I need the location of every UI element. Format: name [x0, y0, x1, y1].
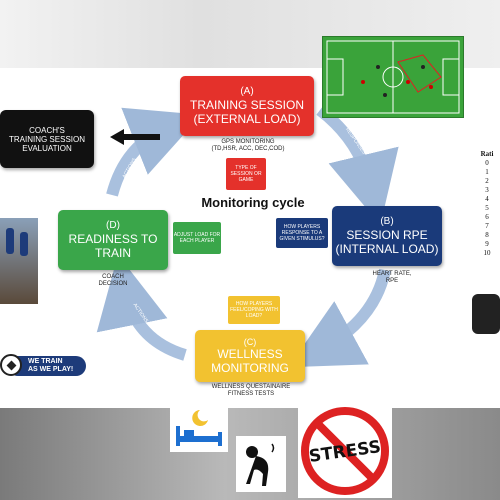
ratio-header: Rati [480, 150, 494, 158]
we-train-line2: AS WE PLAY! [28, 366, 74, 373]
monitoring-cycle-title: Monitoring cycle [201, 195, 305, 210]
ratio-row: 3 [485, 186, 489, 194]
ratio-row: 9 [485, 240, 489, 248]
type-of-session-tag: TYPE OF SESSION OR GAME [226, 158, 266, 190]
player-figure-icon [20, 232, 28, 256]
sleep-icon [170, 404, 228, 452]
node-training-session: (A) TRAINING SESSION (EXTERNAL LOAD) [180, 76, 314, 136]
arrow-d-to-a [106, 107, 202, 197]
node-readiness-to-train: (D) READINESS TO TRAIN [58, 210, 168, 270]
no-stress-icon: STRESS [298, 404, 392, 498]
arrow-b-to-c [288, 268, 391, 368]
node-b-line2: (INTERNAL LOAD) [335, 242, 439, 256]
arrow-c-to-d [96, 254, 187, 361]
node-a-line1: TRAINING SESSION [189, 98, 305, 112]
heart-rate-line1: HEART RATE, [372, 271, 412, 277]
pitch-lines [326, 40, 460, 114]
gps-line1: GPS MONITORING [221, 139, 275, 145]
node-c-letter: (C) [243, 337, 257, 347]
soccer-ball-icon [0, 354, 22, 376]
heart-rate-monitor-image [466, 284, 500, 354]
node-wellness-monitoring: (C) WELLNESS MONITORING [195, 330, 305, 382]
node-a-line2: (EXTERNAL LOAD) [193, 112, 301, 126]
ratio-row: 0 [485, 159, 489, 167]
coach-eval-line3: EVALUATION [22, 143, 72, 153]
football-pitch-image [322, 36, 464, 118]
how-players-respond-tag: HOW PLAYERS RESPONSE TO A GIVEN STIMULUS… [276, 218, 328, 248]
players-photo [0, 218, 38, 304]
node-a-letter: (A) [240, 86, 254, 97]
ratio-row: 2 [485, 177, 489, 185]
we-train-label: WE TRAIN AS WE PLAY! [8, 356, 86, 376]
node-b-line1: SESSION RPE [346, 228, 428, 242]
heart-rate-line2: RPE [385, 278, 399, 284]
coach-eval-line2: TRAINING SESSION [8, 134, 85, 144]
wellness-tests-text: WELLNESS QUESTAINAIRE FITNESS TESTS [196, 384, 306, 398]
coach-evaluation-box: COACH'S TRAINING SESSION EVALUATION [0, 110, 94, 168]
coach-decision-line2: DECISION [98, 281, 128, 287]
wellness-tests-line1: WELLNESS QUESTAINAIRE [211, 384, 291, 390]
how-players-feel-tag: HOW PLAYERS FEEL/COPING WITH LOAD? [228, 296, 280, 324]
node-b-letter: (B) [380, 216, 394, 227]
gps-monitoring-text: GPS MONITORING (TD,HSR, ACC, DEC,COD) [188, 139, 308, 153]
wellness-tests-line2: FITNESS TESTS [227, 391, 275, 397]
player-figure-icon [6, 228, 14, 254]
fatigue-person-icon [236, 436, 286, 492]
coach-decision-text: COACH DECISION [88, 274, 138, 288]
rpe-ratio-table: Rati 0 1 2 3 4 5 6 7 8 9 10 [474, 150, 500, 260]
gps-line2: (TD,HSR, ACC, DEC,COD) [211, 146, 285, 152]
we-train-line1: WE TRAIN [28, 358, 63, 365]
node-d-line2: TRAIN [95, 246, 131, 260]
node-d-line1: READINESS TO [68, 232, 158, 246]
ratio-row: 4 [485, 195, 489, 203]
heart-rate-text: HEART RATE, RPE [362, 271, 422, 285]
node-c-line2: MONITORING [211, 361, 289, 375]
ratio-row: 6 [485, 213, 489, 221]
node-session-rpe: (B) SESSION RPE (INTERNAL LOAD) [332, 206, 442, 266]
ratio-row: 7 [485, 222, 489, 230]
ratio-row: 1 [485, 168, 489, 176]
node-c-line1: WELLNESS [217, 347, 283, 361]
monitor-device-icon [472, 294, 500, 334]
node-d-letter: (D) [106, 220, 120, 231]
ratio-row: 10 [483, 249, 491, 257]
coach-decision-line1: COACH [102, 274, 124, 280]
adjust-load-tag: ADJUST LOAD FOR EACH PLAYER [173, 222, 221, 254]
ratio-row: 5 [485, 204, 489, 212]
coach-eval-line1: COACH'S [29, 125, 65, 135]
ratio-row: 8 [485, 231, 489, 239]
we-train-badge: WE TRAIN AS WE PLAY! [0, 354, 86, 380]
